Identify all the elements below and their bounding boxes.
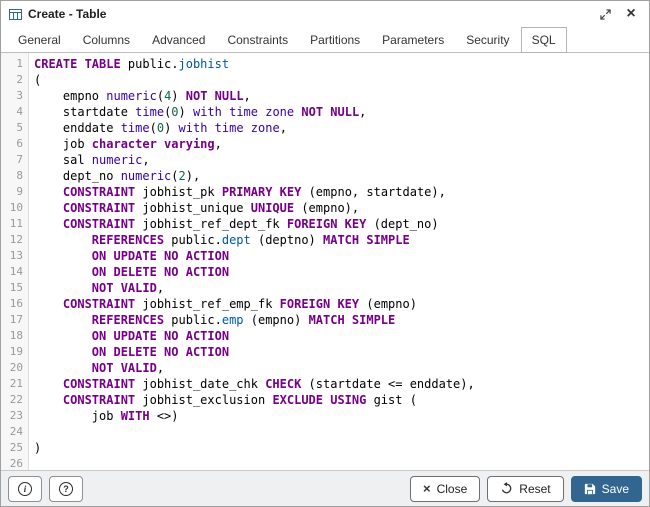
line-number: 8 [16, 169, 23, 182]
reset-button[interactable]: Reset [487, 475, 564, 502]
dialog-footer: i ? × Close Reset Save [1, 470, 649, 506]
editor-code[interactable]: CREATE TABLE public.jobhist ( empno numer… [29, 53, 649, 470]
line-number: 13 [9, 249, 23, 262]
code-line[interactable]: CONSTRAINT jobhist_ref_dept_fk FOREIGN K… [62, 217, 439, 231]
save-button-label: Save [601, 481, 629, 496]
dialog-titlebar: Create - Table × [1, 1, 649, 27]
code-line[interactable]: job character varying, [34, 137, 222, 151]
maximize-button[interactable] [595, 4, 615, 24]
save-icon [584, 483, 595, 494]
line-number: 19 [9, 345, 23, 358]
line-number: 14 [9, 265, 23, 278]
code-line[interactable]: CONSTRAINT jobhist_exclusion EXCLUDE USI… [62, 393, 417, 407]
line-number: 10 [9, 201, 23, 214]
code-line[interactable]: dept_no numeric(2), [34, 169, 201, 183]
table-icon [9, 8, 22, 21]
code-line[interactable]: ON DELETE NO ACTION [91, 345, 230, 359]
line-number: 24 [9, 425, 23, 438]
line-number: 5 [16, 121, 23, 134]
dialog-help-button[interactable]: ? [49, 475, 83, 502]
reset-icon [502, 482, 512, 494]
tab-security[interactable]: Security [466, 33, 510, 47]
tab-columns[interactable]: Columns [82, 33, 131, 47]
sql-help-button[interactable]: i [8, 475, 42, 502]
code-line[interactable]: sal numeric, [34, 153, 150, 167]
info-icon: i [18, 481, 32, 496]
line-number: 20 [9, 361, 23, 374]
code-line[interactable]: startdate time(0) with time zone NOT NUL… [34, 105, 367, 119]
code-line[interactable]: ON UPDATE NO ACTION [91, 329, 230, 343]
tab-sql[interactable]: SQL [520, 27, 567, 53]
code-line[interactable]: CONSTRAINT jobhist_ref_emp_fk FOREIGN KE… [62, 297, 417, 311]
reset-button-label: Reset [519, 481, 551, 496]
tab-advanced[interactable]: Advanced [152, 33, 206, 47]
line-number: 6 [16, 137, 23, 150]
help-icon: ? [59, 481, 73, 496]
line-number: 17 [9, 313, 23, 326]
tab-constraints[interactable]: Constraints [227, 33, 289, 47]
code-line[interactable]: REFERENCES public.dept (deptno) MATCH SI… [91, 233, 410, 247]
line-number: 4 [16, 105, 23, 118]
tab-general[interactable]: General [18, 33, 61, 47]
line-number: 15 [9, 281, 23, 294]
code-line[interactable]: CONSTRAINT jobhist_pk PRIMARY KEY (empno… [62, 185, 446, 199]
line-number: 23 [9, 409, 23, 422]
line-number: 3 [16, 89, 23, 102]
code-line[interactable]: NOT VALID, [91, 281, 165, 295]
close-button-label: Close [436, 481, 468, 496]
line-number: 21 [9, 377, 23, 390]
tab-partitions[interactable]: Partitions [310, 33, 361, 47]
code-line[interactable]: NOT VALID, [91, 361, 165, 375]
code-line[interactable] [34, 424, 649, 440]
line-number: 2 [16, 73, 23, 86]
close-window-button[interactable]: × [621, 4, 641, 24]
code-line[interactable]: enddate time(0) with time zone, [34, 121, 287, 135]
code-line[interactable] [34, 456, 649, 470]
code-line[interactable]: ) [34, 441, 42, 455]
close-icon: × [626, 5, 636, 22]
line-number: 12 [9, 233, 23, 246]
code-line[interactable]: ( [34, 73, 42, 87]
code-line[interactable]: CREATE TABLE public.jobhist [34, 57, 230, 71]
code-line[interactable]: job WITH <>) [34, 409, 179, 423]
line-number: 11 [9, 217, 23, 230]
line-number: 26 [9, 457, 23, 470]
line-number: 7 [16, 153, 23, 166]
line-number: 16 [9, 297, 23, 310]
code-line[interactable]: CONSTRAINT jobhist_unique UNIQUE (empno)… [62, 201, 360, 215]
code-line[interactable]: ON UPDATE NO ACTION [91, 249, 230, 263]
line-number: 25 [9, 441, 23, 454]
code-line[interactable]: empno numeric(4) NOT NULL, [34, 89, 251, 103]
close-button-icon: × [423, 481, 431, 496]
line-number: 9 [16, 185, 23, 198]
tab-parameters[interactable]: Parameters [382, 33, 445, 47]
maximize-icon [599, 8, 611, 20]
save-button[interactable]: Save [570, 475, 642, 502]
line-number: 22 [9, 393, 23, 406]
code-line[interactable]: CONSTRAINT jobhist_date_chk CHECK (start… [62, 377, 475, 391]
tab-bar: General Columns Advanced Constraints Partiti… [1, 27, 649, 53]
code-line[interactable]: REFERENCES public.emp (empno) MATCH SIMP… [91, 313, 396, 327]
dialog-title: Create - Table [28, 7, 107, 21]
line-number: 1 [16, 57, 23, 70]
code-line[interactable]: ON DELETE NO ACTION [91, 265, 230, 279]
line-number: 18 [9, 329, 23, 342]
close-button[interactable]: × Close [410, 475, 481, 502]
